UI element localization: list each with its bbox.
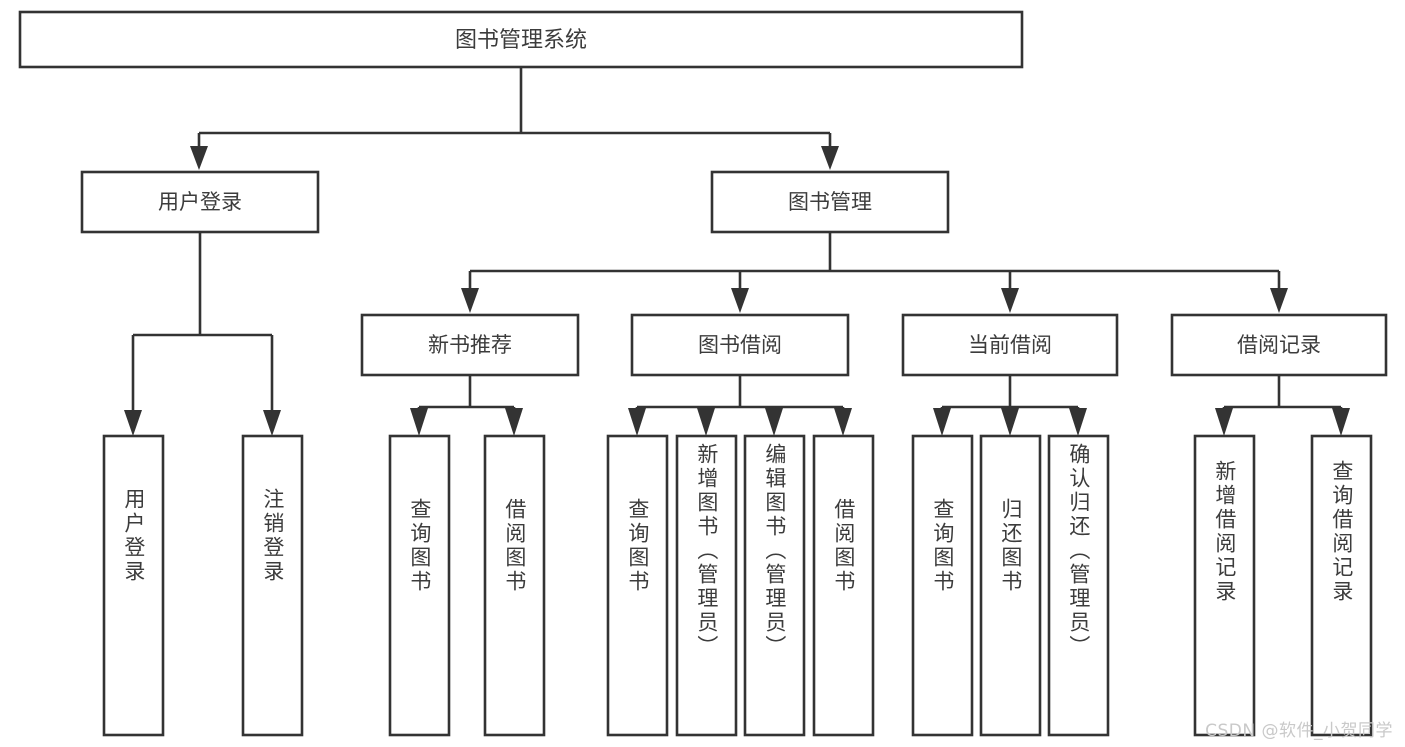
arrowhead-user-login	[190, 146, 208, 170]
leaf-box-br-1[interactable]	[1193, 434, 1256, 737]
arrowhead-user-login-leaf-1	[124, 410, 142, 436]
leaf-box-user-login-2[interactable]	[241, 434, 304, 737]
arrowhead-bb-leaf-4	[834, 408, 852, 436]
leaf-box-cb-1[interactable]	[911, 434, 974, 737]
arrowhead-new-book-recommend	[461, 288, 479, 313]
connector-group-current-borrow	[933, 375, 1087, 436]
node-borrow-record-label: 借阅记录	[1237, 333, 1321, 357]
node-user-login-label: 用户登录	[158, 190, 242, 214]
leaf-box-nbr-1[interactable]	[388, 434, 451, 737]
connector-group-root	[190, 67, 839, 170]
node-current-borrow[interactable]	[901, 313, 1119, 377]
leaf-box-nbr-2[interactable]	[483, 434, 546, 737]
arrowhead-cb-leaf-2	[1001, 408, 1019, 436]
leaf-box-cb-2[interactable]	[979, 434, 1042, 737]
arrowhead-borrow-record	[1270, 288, 1288, 313]
arrowhead-book-manage	[821, 146, 839, 170]
arrowhead-user-login-leaf-2	[263, 410, 281, 436]
node-root-system[interactable]	[18, 10, 1024, 69]
arrowhead-book-borrow	[731, 288, 749, 313]
leaf-box-cb-3[interactable]	[1047, 434, 1110, 737]
connector-group-book-manage	[461, 232, 1288, 313]
leaf-box-bb-2[interactable]	[675, 434, 738, 737]
leaf-box-br-2[interactable]	[1310, 434, 1373, 737]
node-book-manage[interactable]	[710, 170, 950, 234]
connector-group-user-login	[124, 232, 281, 436]
arrowhead-nbr-leaf-1	[410, 408, 428, 436]
arrowhead-br-leaf-2	[1332, 408, 1350, 436]
leaf-box-bb-4[interactable]	[812, 434, 875, 737]
watermark-credit: CSDN @软件_小贺同学	[1205, 721, 1393, 741]
arrowhead-nbr-leaf-2	[505, 408, 523, 436]
node-current-borrow-label: 当前借阅	[968, 333, 1052, 357]
arrowhead-cb-leaf-1	[933, 408, 951, 436]
node-borrow-record[interactable]	[1170, 313, 1388, 377]
arrowhead-br-leaf-1	[1215, 408, 1233, 436]
node-book-borrow-label: 图书借阅	[698, 333, 782, 357]
arrowhead-bb-leaf-2	[697, 408, 715, 436]
connector-group-book-borrow	[628, 375, 852, 436]
arrowhead-cb-leaf-3	[1069, 408, 1087, 436]
node-new-book-recommend-label: 新书推荐	[428, 333, 512, 357]
node-book-borrow[interactable]	[630, 313, 850, 377]
leaf-box-user-login-1[interactable]	[102, 434, 165, 737]
node-new-book-recommend[interactable]	[360, 313, 580, 377]
leaf-box-bb-1[interactable]	[606, 434, 669, 737]
arrowhead-bb-leaf-3	[765, 408, 783, 436]
connector-group-borrow-record	[1215, 375, 1350, 436]
leaf-box-bb-3[interactable]	[743, 434, 806, 737]
node-root-system-label: 图书管理系统	[455, 28, 587, 53]
arrowhead-bb-leaf-1	[628, 408, 646, 436]
connector-group-new-book-recommend	[410, 375, 523, 436]
node-book-manage-label: 图书管理	[788, 190, 872, 214]
arrowhead-current-borrow	[1001, 288, 1019, 313]
